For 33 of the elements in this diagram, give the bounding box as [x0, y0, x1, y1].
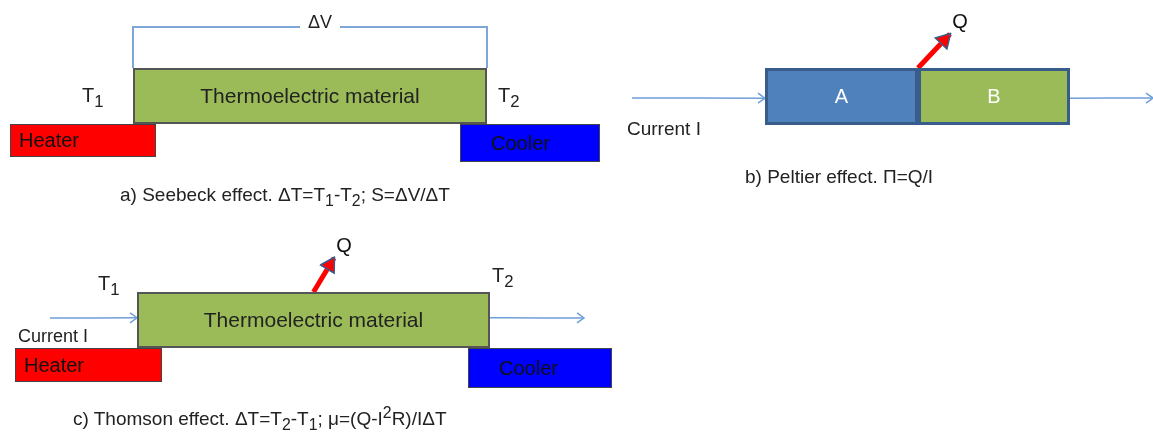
material-bar	[137, 292, 490, 348]
block-label: Cooler	[491, 131, 550, 155]
material-a-block	[765, 68, 918, 125]
material-bar	[133, 68, 487, 124]
current-arrow	[631, 92, 766, 104]
current-arrow	[49, 312, 138, 324]
temperature-label: T$_{1}$	[82, 84, 104, 112]
caption: b) Peltier effect. Π=Q/I	[745, 166, 934, 188]
material-b-block	[918, 68, 1070, 125]
current-label: Current I	[627, 118, 701, 140]
heat-arrow	[916, 32, 952, 70]
block-label: Thermoelectric material	[200, 84, 420, 108]
heater-block	[15, 348, 162, 382]
caption: c) Thomson effect. ΔT=T$_{2}$-T$_{1}$; μ=(Q-I$^{2}$R)/IΔT	[73, 404, 447, 433]
heater-block	[10, 124, 156, 157]
block-label: Heater	[19, 129, 80, 152]
block-label: Heater	[24, 353, 85, 377]
block-label: Thermoelectric material	[203, 308, 424, 332]
block-label: B	[987, 85, 1001, 108]
caption: a) Seebeck effect. ΔT=T$_{1}$-T$_{2}$; S=ΔV/ΔT	[120, 184, 450, 210]
heat-label: Q	[334, 232, 354, 258]
temperature-label: T$_{2}$	[498, 84, 520, 112]
heat-arrow	[311, 256, 337, 294]
current-arrow	[489, 312, 585, 324]
cooler-block	[460, 124, 600, 162]
temperature-label: T$_{1}$	[98, 272, 120, 300]
heat-label: Q	[950, 8, 970, 34]
block-label: Cooler	[499, 356, 558, 380]
current-label: Current I	[18, 326, 89, 347]
current-arrow	[1069, 92, 1153, 104]
cooler-block	[468, 348, 612, 388]
temperature-label: T$_{2}$	[492, 264, 514, 292]
block-label: A	[834, 85, 849, 108]
